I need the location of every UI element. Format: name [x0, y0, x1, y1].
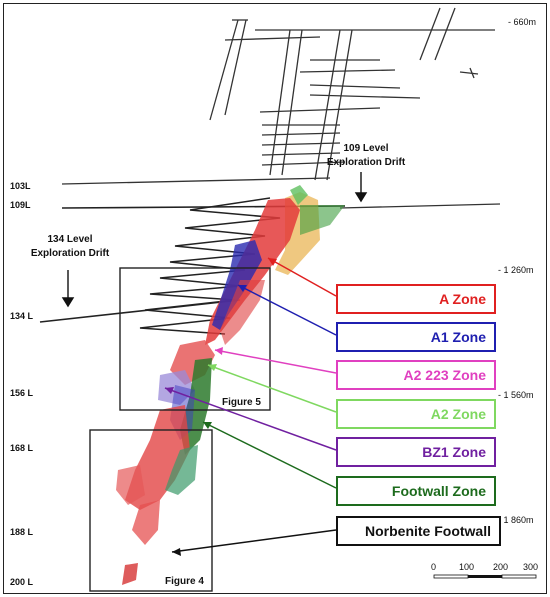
- scale-300: 300: [523, 562, 538, 572]
- figure-4-box: [89, 429, 213, 592]
- scale-100: 100: [459, 562, 474, 572]
- zone-norbenite-box: Norbenite Footwall: [336, 516, 501, 546]
- zone-a2-223-label: A2 223 Zone: [403, 367, 486, 383]
- scale-200: 200: [493, 562, 508, 572]
- elevation-1860: - 1 860m: [498, 515, 534, 525]
- level-109: 109L: [10, 200, 31, 210]
- zone-leaders: [164, 257, 337, 556]
- elevation-1260: - 1 260m: [498, 265, 534, 275]
- zone-a-box: A Zone: [336, 284, 496, 314]
- drift-arrows: [61, 172, 368, 308]
- zone-a-label: A Zone: [439, 291, 486, 307]
- drift-134-title: 134 Level: [47, 234, 92, 245]
- zone-a2-label: A2 Zone: [430, 406, 486, 422]
- zone-a2-223-box: A2 223 Zone: [336, 360, 496, 390]
- zone-norbenite-label: Norbenite Footwall: [365, 523, 491, 539]
- ore-zones: [116, 185, 345, 585]
- zone-a2-box: A2 Zone: [336, 399, 496, 429]
- mine-workings: [61, 7, 501, 209]
- drift-109-subtitle: Exploration Drift: [327, 157, 406, 168]
- zone-footwall-box: Footwall Zone: [336, 476, 496, 506]
- zone-bz1-label: BZ1 Zone: [422, 444, 486, 460]
- level-168: 168 L: [10, 443, 34, 453]
- scale-bar: 0 100 200 300: [431, 562, 538, 579]
- drift-109-title: 109 Level: [343, 143, 388, 154]
- scale-0: 0: [431, 562, 436, 572]
- level-156: 156 L: [10, 388, 34, 398]
- drift-134-subtitle: Exploration Drift: [31, 248, 110, 259]
- figure-5-box: [119, 267, 271, 411]
- figure-5-label: Figure 5: [222, 397, 261, 408]
- elevation-1560: - 1 560m: [498, 390, 534, 400]
- zone-footwall-label: Footwall Zone: [391, 483, 486, 499]
- figure-4-label: Figure 4: [165, 576, 204, 587]
- zone-a1-box: A1 Zone: [336, 322, 496, 352]
- zone-bz1-box: BZ1 Zone: [336, 437, 496, 467]
- zone-a1-label: A1 Zone: [430, 329, 486, 345]
- level-103: 103L: [10, 181, 31, 191]
- level-200: 200 L: [10, 577, 34, 587]
- figure-frame: [3, 3, 547, 594]
- level-134: 134 L: [10, 311, 34, 321]
- elevation-660: - 660m: [508, 17, 536, 27]
- drift-134: [39, 299, 241, 323]
- level-188: 188 L: [10, 527, 34, 537]
